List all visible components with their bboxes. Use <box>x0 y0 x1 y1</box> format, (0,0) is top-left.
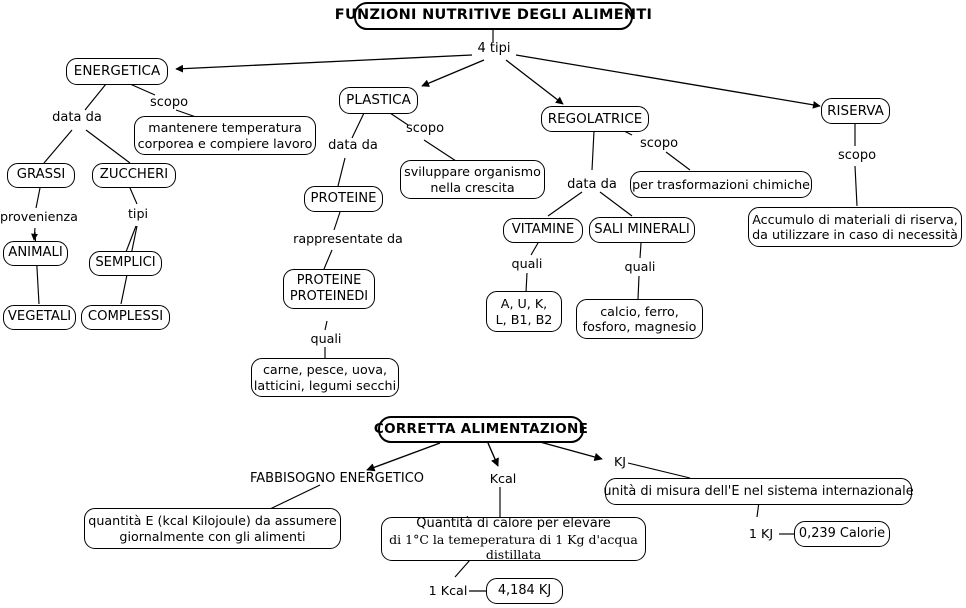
edge-scoporeg-to-trasformazioni <box>665 151 691 171</box>
edge-corretta-to-fabbisogno <box>366 442 441 472</box>
node-proteine-proteinedi: PROTEINE PROTEINEDI <box>283 269 375 309</box>
node-sali-elenco: calcio, ferro, fosforo, magnesio <box>576 299 703 339</box>
edge-datada-to-sali <box>599 191 633 217</box>
edge-4tipi-to-energetica <box>175 54 473 73</box>
edge-label-1-kcal: 1 Kcal <box>428 583 468 598</box>
edge-label-kcal: Kcal <box>489 471 517 486</box>
edge-corretta-to-kcal <box>487 442 499 467</box>
edge-datada-to-zuccheri <box>85 129 131 164</box>
edge-proteinedi-to-quali <box>324 320 328 331</box>
node-vegetali: VEGETALI <box>3 305 76 330</box>
edge-rappresentate-to-proteinedi <box>323 249 333 270</box>
edge-4tipi-to-riserva <box>515 54 821 109</box>
edge-label-4-tipi: 4 tipi <box>477 41 511 56</box>
node-energetica: ENERGETICA <box>66 58 168 85</box>
node-per-trasformazioni-chimiche: per trasformazioni chimiche <box>630 171 812 198</box>
edge-label-scopo-riserva: scopo <box>837 148 877 163</box>
edge-label-provenienza: provenienza <box>0 209 78 224</box>
edge-label-rappresentate-da: rappresentate da <box>293 231 403 246</box>
node-semplici: SEMPLICI <box>89 251 162 276</box>
node-carne-pesce-uova: carne, pesce, uova, latticini, legumi se… <box>251 358 399 397</box>
node-corretta-alimentazione: CORRETTA ALIMENTAZIONE <box>374 416 588 443</box>
edge-vitamine-to-quali <box>530 242 539 256</box>
node-4184-kj: 4,184 KJ <box>486 578 563 604</box>
node-complessi: COMPLESSI <box>81 305 170 330</box>
edge-label-data-da-regolatrice: data da <box>567 177 617 192</box>
edge-scopo-to-accumulo <box>854 165 858 207</box>
quantita-calore-line2: di 1°C la temeperatura di 1 Kg d'acqua d… <box>389 531 638 562</box>
edge-provenienza-to-animali <box>31 227 38 241</box>
node-regolatrice: REGOLATRICE <box>541 106 649 132</box>
edge-label-quali-proteine: quali <box>310 331 342 346</box>
node-zuccheri: ZUCCHERI <box>92 163 176 188</box>
edge-regolatrice-to-datada <box>591 130 595 171</box>
edge-datada-to-vitamine <box>547 191 583 217</box>
edge-label-scopo-plastica: scopo <box>405 121 445 136</box>
edge-label-quali-sali: quali <box>624 259 656 274</box>
edge-grassi-to-provenienza <box>35 187 41 209</box>
node-root-title: FUNZIONI NUTRITIVE DEGLI ALIMENTI <box>335 2 652 30</box>
edge-quali-to-vitaminelist <box>525 272 528 293</box>
edge-calore-to-1kcal <box>454 559 471 578</box>
edge-zuccheri-to-tipi <box>129 187 138 205</box>
edge-label-1-kj: 1 KJ <box>748 526 774 541</box>
edge-datada-to-proteine <box>337 157 346 187</box>
node-sali-minerali: SALI MINERALI <box>589 217 695 243</box>
edge-fabbisogno-to-quantitae <box>269 484 321 510</box>
edge-proteine-to-rappresentate <box>333 211 341 231</box>
edge-energetica-to-scopo <box>129 83 156 96</box>
node-0239-calorie: 0,239 Calorie <box>794 521 890 547</box>
node-vitamine: VITAMINE <box>503 218 583 243</box>
edge-label-scopo-regolatrice: scopo <box>639 136 679 151</box>
node-unita-misura: unità di misura dell'E nel sistema inter… <box>603 478 914 505</box>
quantita-calore-line1: Quantità di calore per elevare <box>416 515 611 531</box>
node-riserva: RISERVA <box>821 98 890 124</box>
node-grassi: GRASSI <box>7 163 75 188</box>
edge-label-tipi: tipi <box>127 206 149 221</box>
edge-label-data-da-plastica: data da <box>328 138 378 153</box>
edge-label-quali-vitamine: quali <box>511 256 543 271</box>
edge-sali-to-quali <box>639 242 642 259</box>
edge-kj-to-unita <box>627 462 691 479</box>
edge-label-kj: KJ <box>613 454 627 469</box>
node-mantenere-temperatura: mantenere temperatura corporea e compier… <box>134 116 316 155</box>
edge-label-scopo-energetica: scopo <box>149 95 189 110</box>
node-vitamine-elenco: A, U, K, L, B1, B2 <box>486 291 562 332</box>
edge-quali-to-salilist <box>637 275 640 300</box>
edge-4tipi-to-regolatrice <box>505 59 564 105</box>
edge-scopo-to-sviluppare <box>423 139 457 162</box>
edge-energetica-to-datada <box>84 83 107 111</box>
node-plastica: PLASTICA <box>339 87 418 114</box>
edge-datada-to-grassi <box>43 129 73 164</box>
node-animali: ANIMALI <box>3 241 68 266</box>
edge-plastica-to-datada <box>351 112 365 139</box>
node-quantita-energia: quantità E (kcal Kilojoule) da assumere … <box>84 508 341 549</box>
edge-label-fabbisogno-energetico: FABBISOGNO ENERGETICO <box>249 471 425 486</box>
node-quantita-calore: Quantità di calore per elevare di 1°C la… <box>381 515 646 562</box>
node-proteine: PROTEINE <box>304 186 383 212</box>
node-sviluppare-organismo: sviluppare organismo nella crescita <box>400 160 545 199</box>
edge-label-data-da-energetica: data da <box>52 110 102 125</box>
edge-4tipi-to-plastica <box>421 59 485 87</box>
edge-corretta-to-kj <box>539 441 603 462</box>
node-accumulo-materiali: Accumulo di materiali di riserva, da uti… <box>748 207 962 247</box>
